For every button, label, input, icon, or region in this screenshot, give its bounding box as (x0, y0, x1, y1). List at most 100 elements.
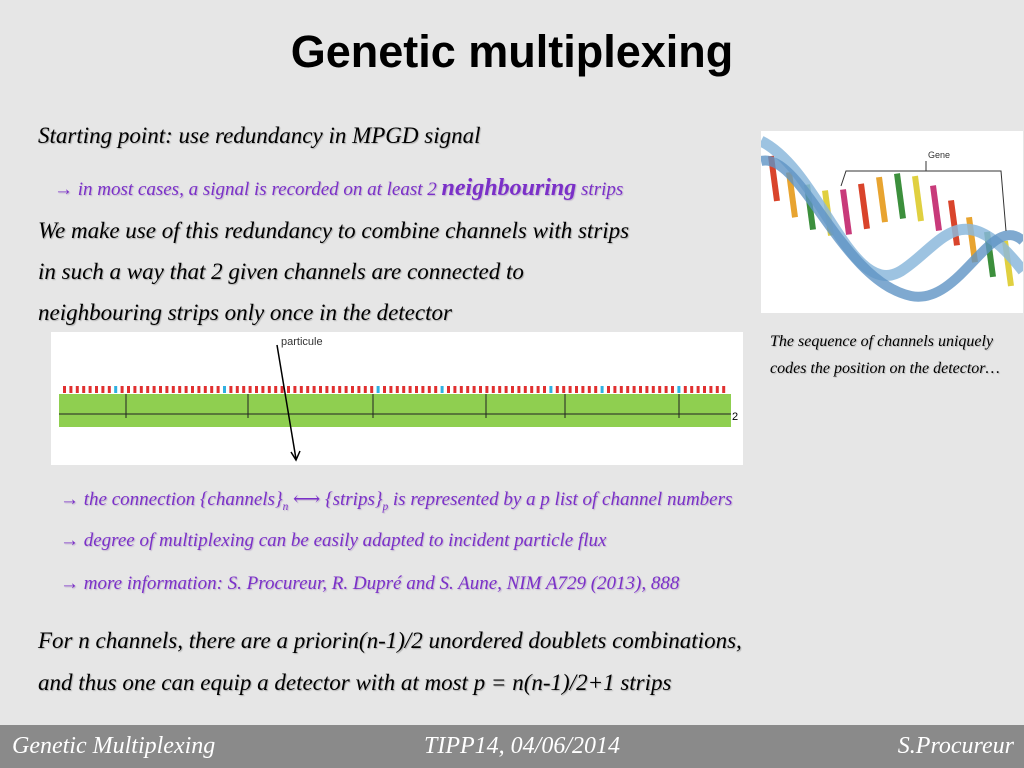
bullet-text-3: is represented by a p list of channel nu… (392, 489, 733, 510)
strip-mark (178, 386, 182, 393)
strip-mark (658, 386, 662, 393)
strip-mark (479, 386, 482, 393)
bullet-text-end: strips (581, 179, 624, 200)
strip-mark (619, 386, 623, 393)
strip-mark (549, 386, 553, 393)
strip-diagram: particule 2 (51, 332, 743, 465)
strip-mark (466, 386, 470, 393)
strip-mark (229, 386, 233, 393)
strip-mark (562, 386, 566, 393)
strip-mark (216, 386, 220, 393)
strip-mark (351, 386, 354, 393)
strip-mark (171, 386, 175, 393)
bullet-reference: → more information: S. Procureur, R. Dup… (60, 573, 679, 595)
strip-mark (575, 386, 578, 393)
base-pair-rung (840, 189, 852, 235)
base-pair-rung (930, 185, 942, 231)
emphasis-text: neighbouring (441, 175, 577, 201)
strip-mark (312, 386, 316, 393)
bullet-text: the connection {channels} (83, 489, 283, 510)
strip-mark (447, 386, 450, 393)
strip-mark (287, 386, 290, 393)
strip-mark (427, 386, 431, 393)
strip-mark (69, 386, 73, 393)
bullet-text: more information: S. Procureur, R. Dupré… (83, 573, 680, 594)
strip-mark (536, 386, 540, 393)
strip-mark (75, 386, 79, 393)
particle-track (276, 344, 297, 460)
strip-mark (543, 386, 546, 393)
strip-mark (491, 386, 495, 393)
strip-mark (459, 386, 463, 393)
paragraph-line-3: neighbouring strips only once in the det… (38, 300, 452, 325)
arrow-icon: → (54, 179, 73, 200)
strip-mark (101, 386, 105, 393)
strip-mark (626, 386, 630, 393)
strip-mark (581, 386, 585, 393)
strip-mark (248, 386, 252, 393)
strip-mark (632, 386, 636, 393)
bullet-multiplexing: → degree of multiplexing can be easily a… (60, 530, 606, 552)
dna-image: Gene (761, 131, 1023, 313)
strip-mark (223, 386, 226, 393)
strip-mark (203, 386, 207, 393)
conclusion-line-2: and thus one can equip a detector with a… (38, 670, 672, 695)
strip-mark (645, 386, 649, 393)
strip-mark (197, 386, 201, 393)
strip-mark (357, 386, 361, 393)
strip-mark (587, 386, 591, 393)
strip-mark (472, 386, 476, 393)
strip-mark (267, 386, 271, 393)
conclusion-text: For n channels, there are (38, 628, 271, 653)
strip-mark (299, 386, 303, 393)
strip-mark (415, 386, 418, 393)
strip-mark (376, 386, 380, 393)
strip-mark (325, 386, 329, 393)
strip-mark (127, 386, 130, 393)
strip-mark (146, 386, 150, 393)
strip-mark (306, 386, 310, 393)
strip-mark (165, 386, 169, 393)
bullet-connection: → the connection {channels}n ⟷ {strips}p… (60, 488, 732, 513)
gene-label: Gene (928, 150, 950, 160)
strip-mark (523, 386, 527, 393)
strip-mark (703, 386, 706, 393)
footer-left: Genetic Multiplexing (12, 733, 216, 759)
strip-mark (280, 386, 284, 393)
footer-right: S.Procureur (897, 733, 1014, 759)
base-pair-rung (948, 200, 960, 246)
redundancy-bullet: → in most cases, a signal is recorded on… (54, 175, 623, 202)
subscript-n: n (282, 500, 289, 513)
strip-mark (389, 386, 393, 393)
strip-mark (555, 386, 559, 393)
particle-arrow-icon (290, 450, 301, 462)
strip-mark (408, 386, 412, 393)
arrow-icon: → (60, 530, 79, 551)
strip-mark (88, 386, 92, 393)
strip-mark (607, 386, 610, 393)
strip-mark (235, 386, 239, 393)
dna-caption: The sequence of channels uniquely codes … (770, 333, 1000, 377)
base-pair-rung (912, 175, 924, 222)
strip-mark (651, 386, 655, 393)
strip-mark (152, 386, 156, 393)
conclusion-text-end: n(n-1)/2 unordered doublets combinations… (347, 628, 742, 653)
strip-mark (683, 386, 687, 393)
strip-mark (434, 386, 438, 393)
strip-mark (511, 386, 514, 393)
strip-mark (453, 386, 457, 393)
strip-mark (696, 386, 700, 393)
slide-title: Genetic multiplexing (290, 26, 734, 77)
strip-mark (331, 386, 335, 393)
strip-mark (344, 386, 348, 393)
side-label: 2 (732, 411, 738, 423)
strip-mark (440, 386, 444, 393)
strip-mark (722, 386, 726, 393)
strip-mark (95, 386, 98, 393)
base-pair-rung (876, 176, 888, 223)
strip-mark (402, 386, 406, 393)
detector-board (59, 394, 731, 427)
strip-mark (261, 386, 265, 393)
strip-mark (82, 386, 86, 393)
strip-mark (319, 386, 322, 393)
